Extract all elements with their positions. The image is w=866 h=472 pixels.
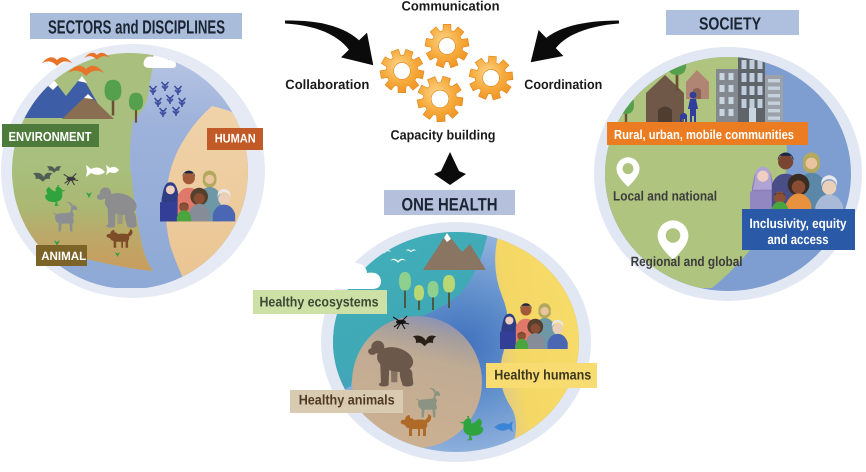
svg-text:Healthy humans: Healthy humans	[494, 367, 591, 383]
svg-text:SOCIETY: SOCIETY	[699, 14, 761, 34]
svg-text:Local and national: Local and national	[613, 189, 717, 204]
svg-text:Capacity building: Capacity building	[391, 128, 496, 143]
svg-text:Healthy animals: Healthy animals	[299, 392, 395, 408]
svg-text:ONE HEALTH: ONE HEALTH	[402, 195, 498, 215]
svg-text:Healthy ecosystems: Healthy ecosystems	[260, 294, 379, 310]
svg-text:SECTORS and DISCIPLINES: SECTORS and DISCIPLINES	[48, 18, 225, 39]
svg-text:Coordination: Coordination	[524, 77, 602, 92]
svg-text:ENVIRONMENT: ENVIRONMENT	[9, 129, 92, 144]
svg-text:ANIMAL: ANIMAL	[41, 249, 86, 263]
svg-text:Collaboration: Collaboration	[285, 77, 369, 92]
svg-text:and access: and access	[768, 232, 829, 247]
svg-text:Regional and global: Regional and global	[631, 254, 743, 269]
svg-text:Communication: Communication	[402, 0, 500, 14]
svg-text:Rural, urban, mobile communiti: Rural, urban, mobile communities	[614, 127, 794, 142]
svg-text:HUMAN: HUMAN	[215, 132, 256, 146]
svg-text:Inclusivity, equity: Inclusivity, equity	[750, 216, 847, 231]
